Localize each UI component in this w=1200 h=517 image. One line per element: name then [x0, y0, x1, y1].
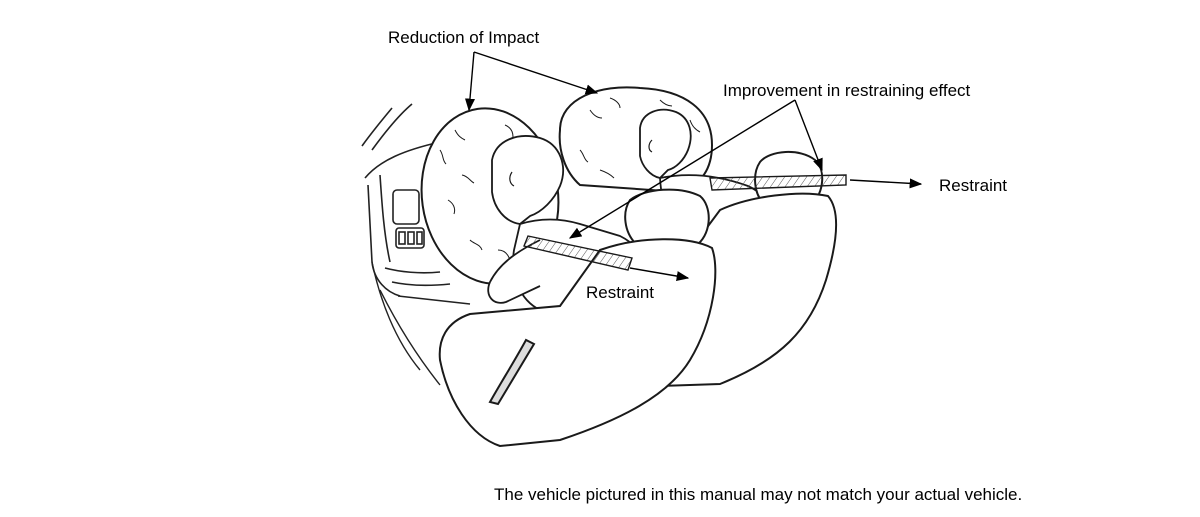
improvement-label: Improvement in restraining effect — [723, 81, 971, 100]
callout-arrows — [464, 51, 923, 282]
passenger-seatbelt — [709, 174, 847, 191]
restraint-label-driver: Restraint — [586, 283, 655, 302]
driver-seatbelt — [523, 235, 633, 271]
driver-seat — [438, 188, 717, 448]
reduction-of-impact-label: Reduction of Impact — [388, 28, 540, 47]
restraint-label-passenger: Restraint — [939, 176, 1008, 195]
vehicle-disclaimer: The vehicle pictured in this manual may … — [494, 485, 1023, 504]
floor-lines — [371, 261, 441, 386]
windshield-lines — [361, 103, 413, 151]
